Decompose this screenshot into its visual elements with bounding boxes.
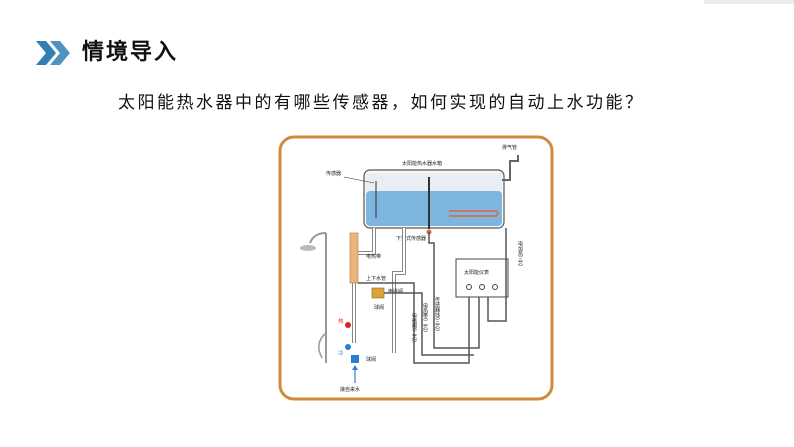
- solar-heater-diagram: 太阳能热水器水箱 排气管 传感器 下置式传感器 电加热三芯 电热带 上下水管 电…: [274, 133, 558, 403]
- page-title: 情境导入: [82, 40, 179, 65]
- ball-valve-bottom-label: 球阀: [366, 356, 376, 363]
- hot-label: 热: [338, 317, 344, 325]
- vent-pipe: [502, 155, 519, 181]
- pipe-label: 上下水管: [366, 275, 386, 282]
- sensor-label: 传感器: [326, 170, 341, 177]
- heating-tape: [349, 232, 359, 284]
- wires: [358, 228, 507, 364]
- water-tank: [363, 169, 505, 229]
- solenoid-valve: [371, 287, 385, 299]
- corner-decoration: [704, 0, 794, 4]
- tank-label: 太阳能热水器水箱: [402, 160, 442, 167]
- tap-water-label: 接自来水: [340, 386, 360, 393]
- hot-valve: [345, 322, 351, 328]
- vent-label: 排气管: [502, 144, 517, 151]
- cold-label: 冷: [338, 349, 344, 357]
- double-chevron-right-icon: [36, 41, 70, 65]
- inlet-ball-valve: [351, 355, 359, 363]
- solenoid-wire-label: 电磁阀(二芯): [411, 312, 417, 342]
- question-text: 太阳能热水器中的有哪些传感器，如何实现的自动上水功能？: [118, 93, 645, 113]
- sensor-wire-label: 传感器线(三芯): [434, 296, 440, 331]
- electric-heater-label: 电加热三芯: [517, 240, 523, 266]
- cold-valve: [345, 344, 351, 350]
- controller-label: 太阳能仪表: [464, 269, 489, 276]
- heating-tape-label: 电热带: [366, 253, 381, 260]
- controller-box: [455, 258, 509, 298]
- shower-fixture: [300, 232, 327, 363]
- heating-wire-label: 电热带(二芯): [422, 302, 428, 332]
- solenoid-label: 电磁阀: [388, 288, 403, 295]
- ball-valve-top-label: 球阀: [374, 304, 384, 311]
- lower-sensor-label: 下置式传感器: [396, 235, 426, 242]
